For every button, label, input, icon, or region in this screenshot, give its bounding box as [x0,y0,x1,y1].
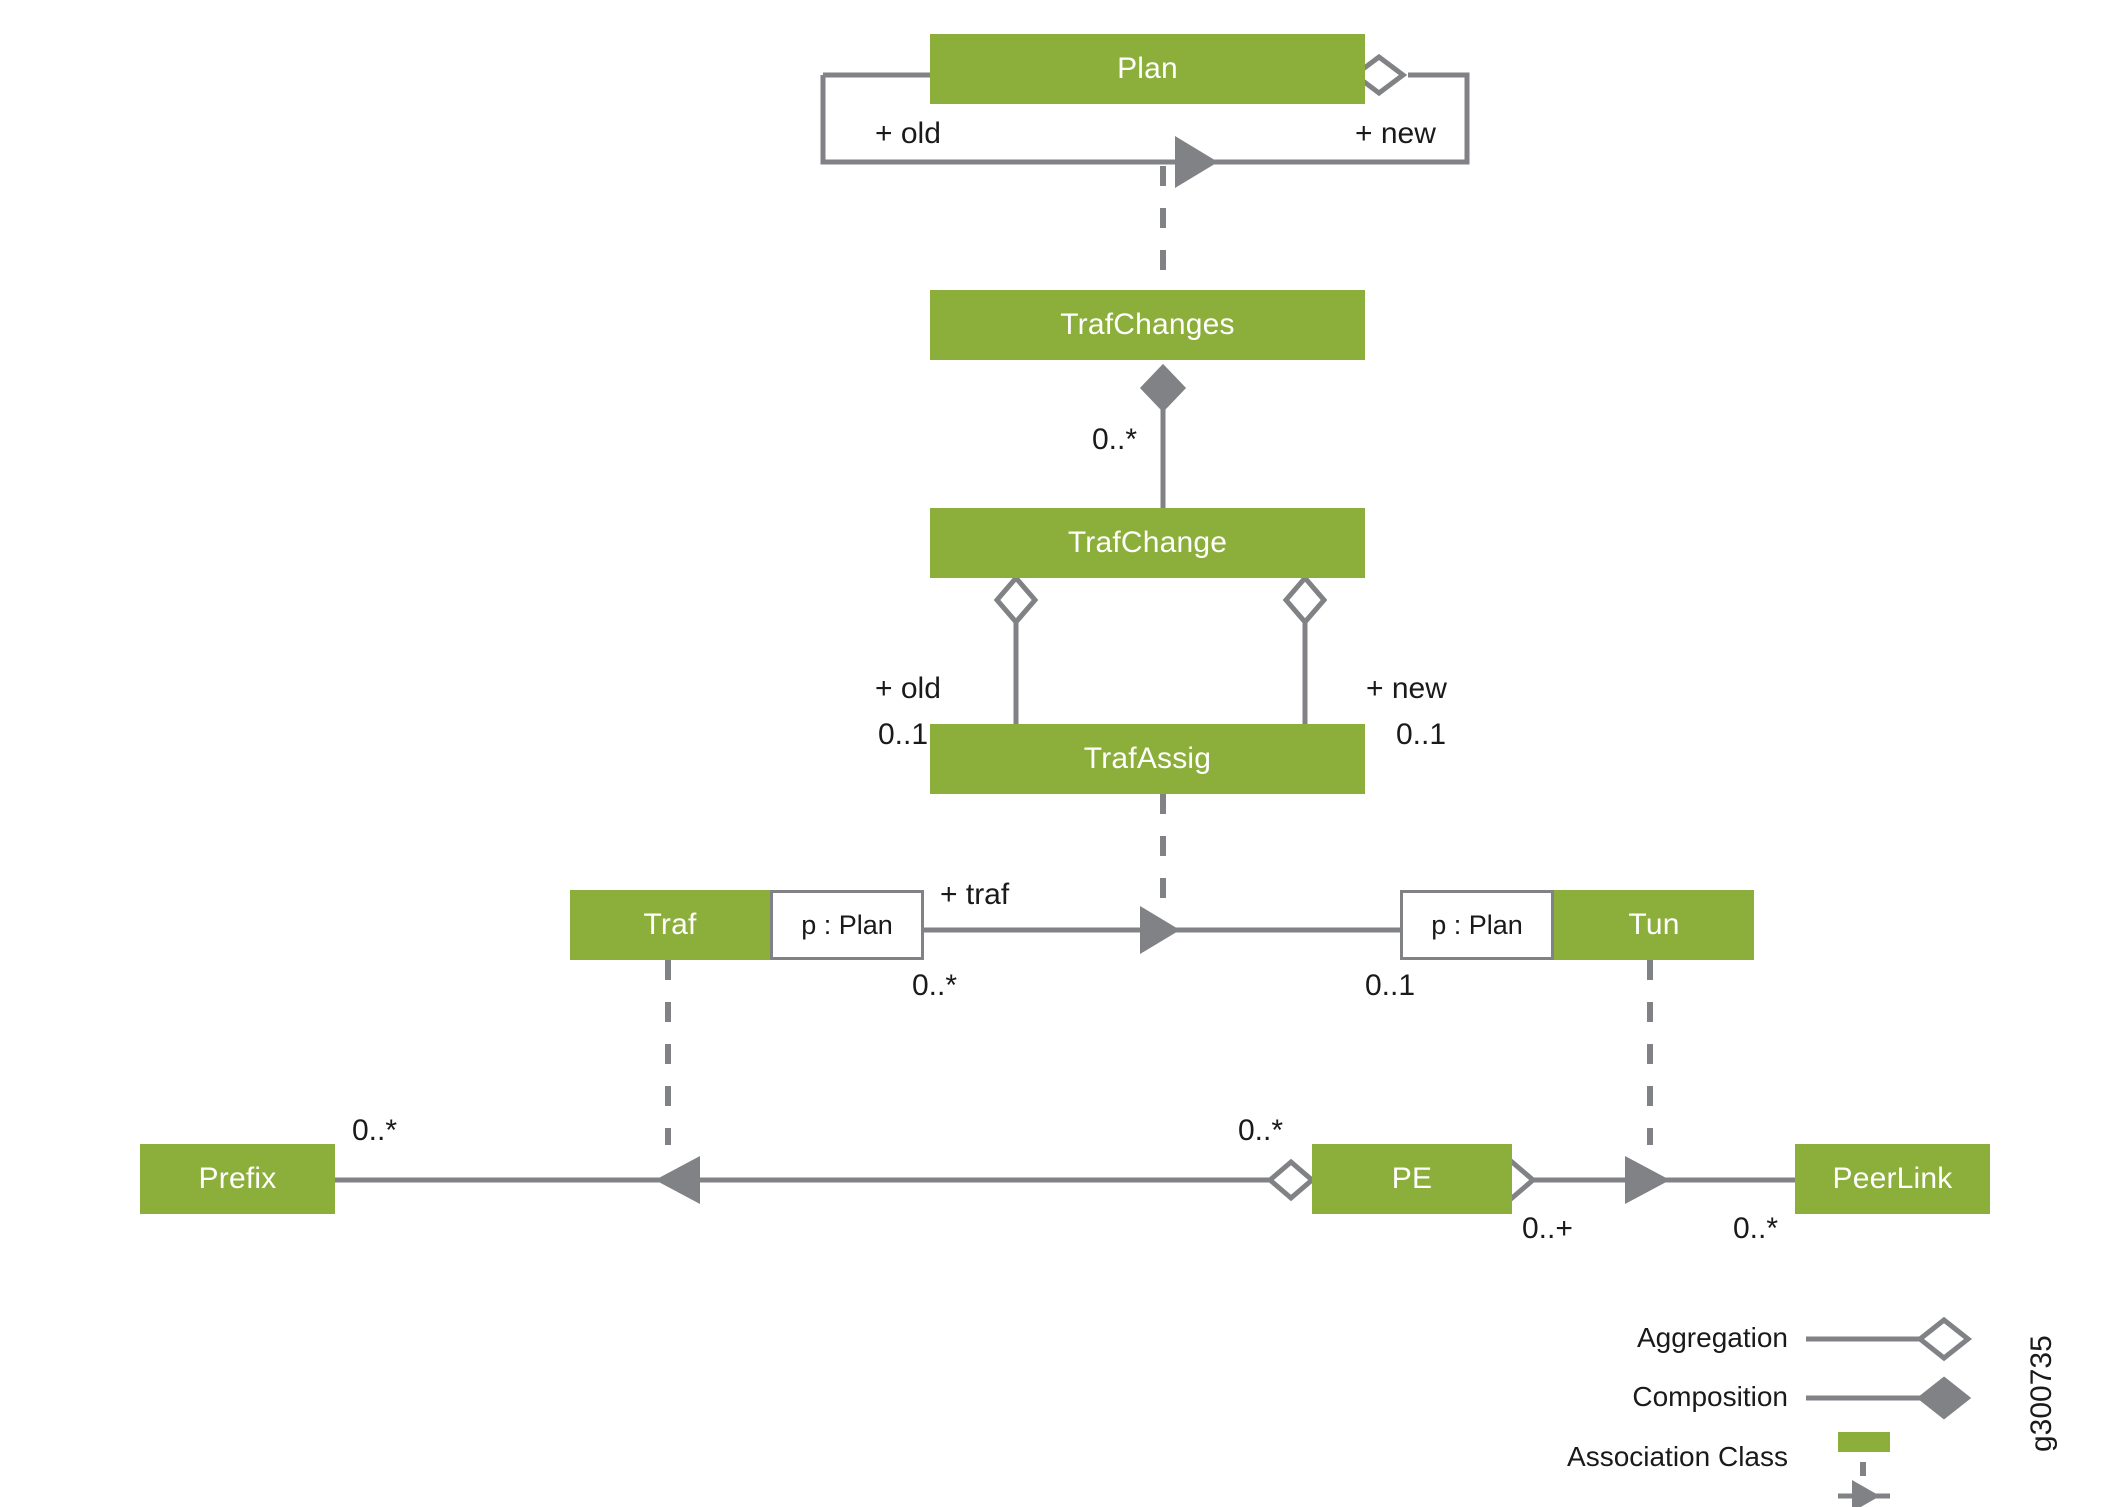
qualifier-box-tun[interactable]: p : Plan [1400,890,1554,960]
multiplicity-prefix-to-pe: 0..* [352,1114,398,1147]
legend-association-class-arrowhead-icon [1852,1480,1880,1507]
figure-id: g300735 [2025,1335,2058,1452]
qualifier-text-tun: p : Plan [1431,909,1523,940]
role-label-plan-new: + new [1355,117,1436,150]
plan-association-arrowhead-icon [1175,136,1218,188]
class-name-traf: Traf [643,908,697,941]
role-label-trafchange-old: + old [875,672,941,705]
class-name-trafchange: TrafChange [1067,526,1228,559]
multiplicity-trafchange-old: 0..1 [878,718,929,751]
pe-left-aggregation-diamond-icon [1266,1158,1316,1202]
qualifier-box-traf[interactable]: p : Plan [770,890,924,960]
class-box-prefix[interactable]: Prefix [140,1144,335,1214]
prefix-arrowhead-icon [655,1156,700,1204]
legend-label-aggregation: Aggregation [1636,1322,1788,1353]
legend-association-class-swatch-icon [1838,1432,1890,1452]
role-label-traf: + traf [940,878,1010,911]
class-box-traf[interactable]: Traf [570,890,770,960]
multiplicity-peerlink-from-pe: 0..* [1733,1212,1779,1245]
legend-aggregation-diamond-icon [1915,1316,1973,1362]
role-label-trafchange-new: + new [1366,672,1447,705]
multiplicity-pe-to-peerlink: 0..+ [1522,1212,1573,1245]
plan-self-association-line [820,72,1470,165]
multiplicity-tun-from-traf: 0..1 [1365,969,1416,1002]
role-label-plan-old: + old [875,117,941,150]
class-box-trafchange[interactable]: TrafChange [930,508,1365,578]
qualifier-text-traf: p : Plan [801,909,893,940]
peerlink-arrowhead-icon [1625,1156,1670,1204]
class-box-plan[interactable]: Plan [930,34,1365,104]
traf-tun-arrowhead-icon [1140,906,1180,954]
class-name-pe: PE [1391,1162,1433,1195]
class-name-trafchanges: TrafChanges [1060,308,1235,341]
multiplicity-trafchanges-trafchange: 0..* [1092,423,1138,456]
multiplicity-pe-from-prefix: 0..* [1238,1114,1284,1147]
trafchanges-composition-diamond-icon [1139,363,1187,413]
class-box-pe[interactable]: PE [1312,1144,1512,1214]
class-box-trafchanges[interactable]: TrafChanges [930,290,1365,360]
class-name-prefix: Prefix [198,1162,277,1195]
class-box-peerlink[interactable]: PeerLink [1795,1144,1990,1214]
legend-label-association-class: Association Class [1567,1441,1788,1472]
multiplicity-traf-to-tun: 0..* [912,969,958,1002]
trafchange-new-aggregation-diamond-icon [1282,574,1328,626]
trafchange-old-aggregation-diamond-icon [993,574,1039,626]
legend-label-composition: Composition [1632,1381,1788,1412]
class-box-tun[interactable]: Tun [1554,890,1754,960]
class-name-tun: Tun [1628,908,1680,941]
class-box-trafassig[interactable]: TrafAssig [930,724,1365,794]
class-name-peerlink: PeerLink [1832,1162,1953,1195]
class-name-plan: Plan [1117,52,1178,85]
multiplicity-trafchange-new: 0..1 [1396,718,1447,751]
class-name-trafassig: TrafAssig [1083,742,1212,775]
legend-composition-diamond-icon [1916,1376,1972,1420]
